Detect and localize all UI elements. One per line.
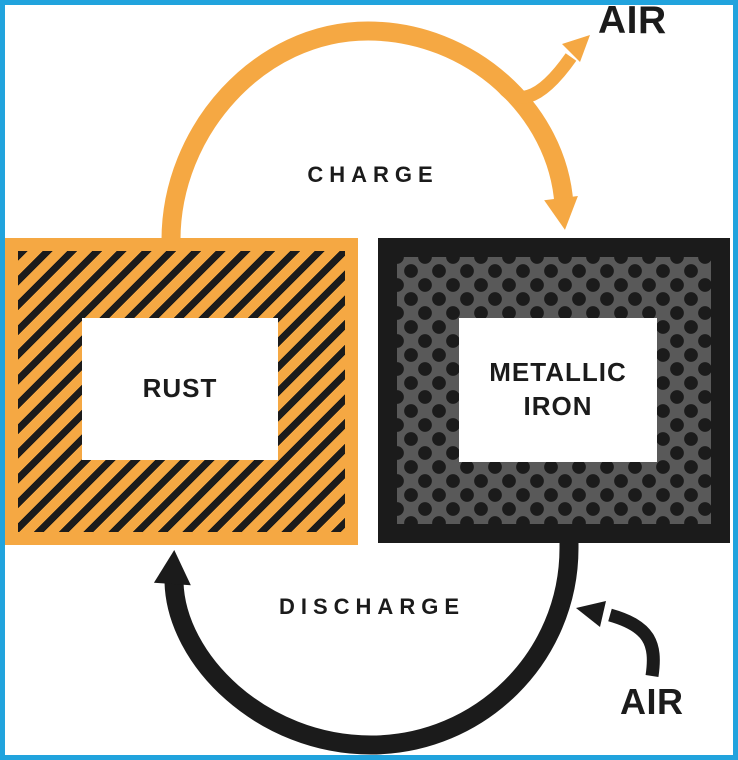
discharge-arrow-arc bbox=[164, 534, 579, 755]
discharge-air-branch bbox=[608, 608, 660, 677]
rust-box: RUST bbox=[5, 238, 358, 545]
charge-air-arrowhead-icon bbox=[562, 35, 590, 62]
charge-arrow-arc bbox=[161, 21, 574, 246]
charge-air-branch bbox=[494, 53, 577, 104]
air-label-top: AIR bbox=[598, 0, 667, 42]
metallic-iron-label: METALLIC IRON bbox=[489, 357, 627, 421]
metallic-iron-box: METALLIC IRON bbox=[378, 238, 730, 543]
air-label-bottom: AIR bbox=[620, 681, 684, 722]
discharge-arrowhead-icon bbox=[153, 550, 191, 586]
discharge-air-arrowhead-icon bbox=[576, 601, 606, 627]
charge-arrowhead-icon bbox=[544, 196, 578, 230]
rust-label-panel: RUST bbox=[82, 318, 278, 460]
discharge-label: DISCHARGE bbox=[278, 594, 465, 619]
metallic-iron-label-panel: METALLIC IRON bbox=[459, 318, 657, 462]
charge-label: CHARGE bbox=[307, 162, 439, 187]
rust-label: RUST bbox=[142, 373, 218, 404]
